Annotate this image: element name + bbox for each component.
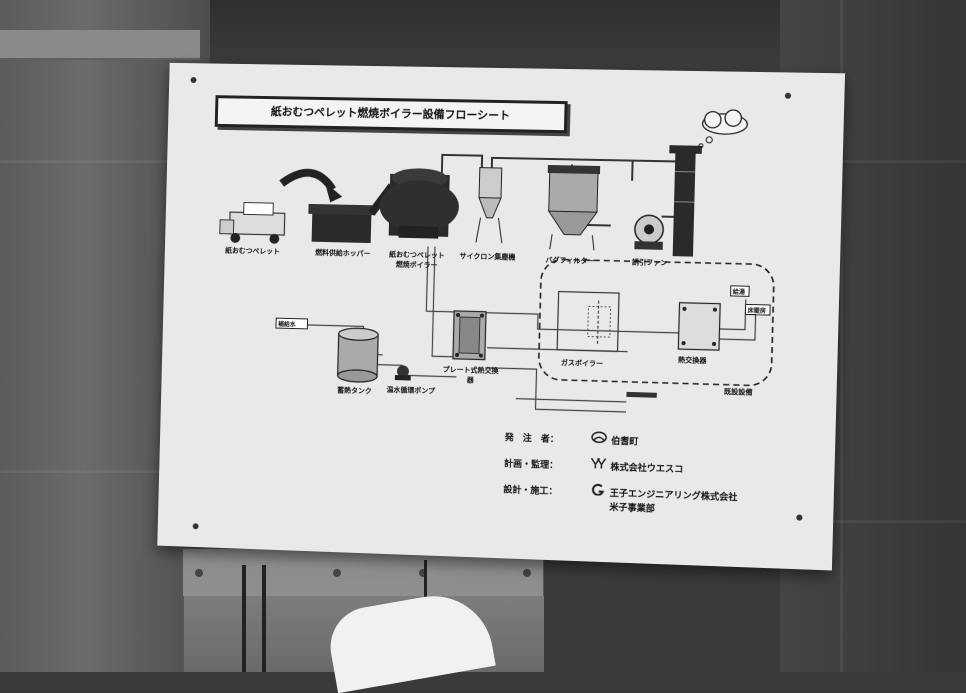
pellet-truck-icon [220,202,286,244]
tank-label: 蓄熱タンク [337,385,372,396]
plate-hx-label: プレート式熱交換器 [442,365,498,387]
company-logo-icon [590,457,606,470]
floor-tag-label: 床暖房 [747,305,766,315]
induced-fan-icon [634,215,663,250]
bolt [333,569,341,577]
flow-sheet-board: 紙おむつペレット燃焼ボイラー設備フローシート [157,63,845,571]
pipe-valve [626,392,656,398]
supply-tag-label: 給湯 [733,287,745,296]
hopper-icon [312,212,372,243]
cyclone-label: サイクロン集塵機 [459,251,515,262]
plate-heat-exchanger-icon [453,311,486,360]
credit-role-builder: 設計・施工： [503,482,557,497]
credit-name-planner: 株式会社ウエスコ [610,460,683,475]
flow-diagram [157,63,845,571]
storage-tank-icon [337,328,378,383]
bolt [523,569,531,577]
credit-role-planner: 計画・監理： [504,456,558,471]
water-pipe [628,332,679,333]
water-supply-label: 補給水 [278,319,296,328]
feed-arrow-icon [282,172,333,189]
boiler-label: 紙おむつペレット燃焼ボイラー [386,249,448,270]
cyclone-icon [476,168,504,244]
water-pipe [516,399,627,402]
company-logo-icon [590,483,606,496]
bolt [195,569,203,577]
water-pipe [486,368,628,412]
water-pipe [597,301,598,346]
town-emblem-icon [591,431,607,444]
existing-equipment-label: 既設設備 [724,387,753,398]
fan-label: 誘引ファン [632,257,668,268]
cable [262,565,266,672]
hopper-label: 燃料供給ホッパー [313,248,372,259]
heat-exchanger-label: 熱交換器 [678,355,707,366]
credit-name-builder-division: 米子事業部 [609,500,655,515]
gas-boiler-inner [588,306,611,337]
cable [242,565,246,672]
bag-filter-icon [546,165,600,250]
bag-filter-label: バグフィルター [545,255,594,266]
pellet-label: 紙おむつペレット [225,246,280,257]
water-pipe [719,314,755,340]
window-frame [0,30,200,60]
smoke-cloud-icon [702,109,747,134]
water-pipe [720,299,746,330]
gas-boiler-label: ガスボイラー [561,358,604,369]
credit-role-orderer: 発 注 者： [505,430,559,445]
pump-icon [395,365,411,380]
pump-label: 温水循環ポンプ [386,385,435,396]
credit-name-orderer: 伯耆町 [611,434,639,448]
